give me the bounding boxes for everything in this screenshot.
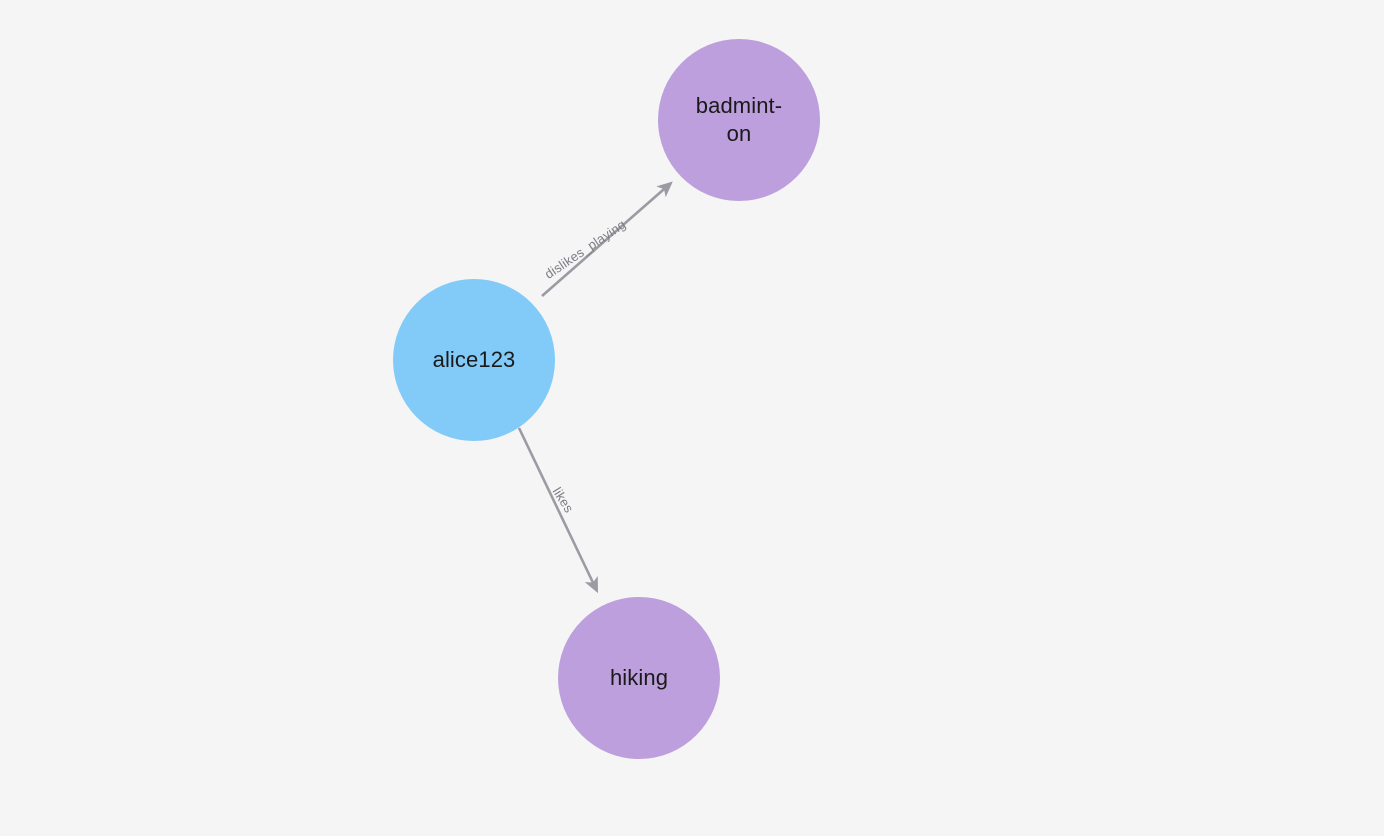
edge-likes-line[interactable] bbox=[517, 427, 599, 594]
graph-node-alice123[interactable]: alice123 bbox=[393, 279, 555, 441]
node-label-alice123: alice123 bbox=[432, 347, 516, 372]
node-label-hiking: hiking bbox=[609, 665, 669, 690]
edge-dislikes-playing-line[interactable] bbox=[541, 181, 673, 297]
graph-node-badminton[interactable]: badmint- on bbox=[658, 39, 820, 201]
node-label-badminton: badmint- on bbox=[695, 93, 783, 146]
graph-node-hiking[interactable]: hiking bbox=[558, 597, 720, 759]
